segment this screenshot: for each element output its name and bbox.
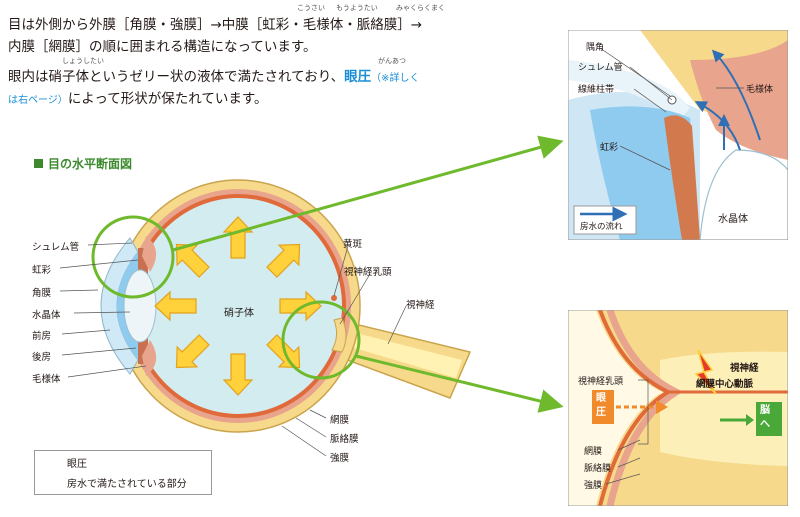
pressure-arrow-up-left: [175, 334, 210, 369]
inset-label-schlemm: シュレム管: [578, 63, 623, 73]
intro-line-3-text: 眼内は硝子体というゼリー状の液体で満たされており、: [8, 69, 345, 85]
zoom-arrow-top: [172, 135, 564, 252]
optic-disc-shape: [331, 317, 347, 353]
inset-label-ciliary: 毛様体: [746, 85, 774, 95]
intro-line-4-text: によって形状が保たれています。: [67, 91, 268, 107]
legend-aqueous-label: 房水で満たされている部分: [67, 479, 187, 490]
inset-label-artery: 網膜中心動脈: [696, 379, 754, 390]
lens-shape: [123, 269, 157, 343]
intro-line-3: 眼内は硝子体というゼリー状の液体で満たされており、眼圧（※詳しく: [8, 66, 420, 90]
label-schlemm: シュレム管: [32, 242, 80, 253]
label-ciliary-body: 毛様体: [32, 374, 61, 385]
zoom-circle-angle: [91, 215, 175, 299]
label-lens: 水晶体: [32, 310, 61, 321]
intraocular-pressure-term: 眼圧: [344, 69, 372, 85]
iris-upper: [138, 248, 148, 274]
pressure-arrow-down-right: [266, 243, 301, 278]
pressure-arrow-up-right: [175, 243, 210, 278]
iris-lower: [138, 338, 148, 364]
ruby-mouyoutai: もうようたい: [336, 4, 378, 12]
ruby-ganatsu: がんあつ: [378, 57, 406, 65]
ciliary-upper: [142, 236, 157, 272]
section-square-icon: [34, 159, 43, 168]
zoom-circle-optic-disc: [281, 300, 361, 380]
pressure-arrow-up: [222, 216, 254, 259]
inset-label-choroid: 脈絡膜: [584, 464, 612, 474]
label-cornea: 角膜: [32, 288, 52, 299]
ruby-kousai: こうさい: [297, 4, 325, 12]
label-posterior-chamber: 後房: [32, 352, 52, 363]
pressure-arrow-down: [222, 353, 254, 396]
intro-line-2: 内膜［網膜］の順に囲まれる構造になっています。: [8, 39, 317, 55]
label-vitreous: 硝子体: [224, 308, 254, 319]
label-optic-disc: 視神経乳頭: [344, 267, 392, 278]
legend-box: 眼圧 房水で満たされている部分: [34, 450, 212, 495]
inset-label-optic-disc: 視神経乳頭: [578, 377, 624, 387]
inset-label-optic-nerve: 視神経: [730, 363, 759, 374]
optic-disc-inset: [568, 310, 788, 506]
see-next-page-note-2: は右ページ）: [8, 95, 68, 106]
pressure-arrows: [154, 216, 322, 396]
inset-label-iris: 虹彩: [600, 143, 619, 153]
label-iris: 虹彩: [32, 265, 52, 276]
section-title: 目の水平断面図: [34, 155, 132, 172]
label-optic-nerve: 視神経: [406, 300, 435, 311]
inset-brain-box-label: 脳へ: [760, 405, 770, 430]
inset-label-lens: 水晶体: [718, 214, 748, 225]
macula-dot: [331, 295, 337, 301]
eye-cross-section: [59, 135, 564, 457]
section-title-text: 目の水平断面図: [48, 157, 133, 171]
legend-pressure-label: 眼圧: [67, 459, 87, 470]
inset-label-flow: 房水の流れ: [580, 222, 623, 232]
inset-pressure-box-label: 眼圧: [596, 393, 606, 418]
label-choroid: 脈絡膜: [330, 434, 359, 445]
ruby-shoushitai: しょうしたい: [62, 57, 104, 65]
ruby-myakurakumaku: みゃくらくまく: [396, 4, 445, 12]
pressure-arrow-right: [279, 290, 322, 322]
intro-line-4: は右ページ）によって形状が保たれています。: [8, 88, 267, 112]
inset-label-sclera: 強膜: [584, 481, 603, 491]
pressure-arrow-left: [154, 290, 197, 322]
see-next-page-note: （※詳しく: [371, 73, 420, 84]
label-anterior-chamber: 前房: [32, 331, 52, 342]
ciliary-lower: [142, 340, 157, 376]
inset-label-trabecular: 線維柱帯: [578, 85, 615, 95]
label-retina: 網膜: [330, 415, 350, 426]
inset-label-retina: 網膜: [584, 447, 603, 457]
inset-label-angle: 隅角: [586, 43, 605, 53]
leader-lines: [59, 242, 407, 457]
zoom-arrow-bottom: [355, 354, 564, 413]
angle-inset: [568, 30, 788, 240]
optic-nerve-core: [334, 328, 462, 378]
label-macula: 黄斑: [343, 239, 363, 250]
label-sclera: 強膜: [330, 453, 350, 464]
intro-line-1: 目は外側から外膜［角膜・強膜］→中膜［虹彩・毛様体・脈絡膜］→: [8, 17, 423, 33]
